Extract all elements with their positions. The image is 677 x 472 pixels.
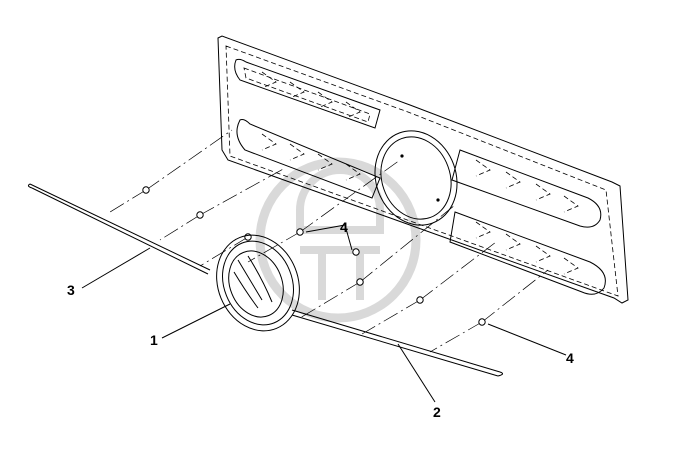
clip <box>196 211 204 219</box>
clip-fasteners <box>142 186 486 326</box>
callout-label-2: 2 <box>433 404 441 420</box>
callout-label-4-lower: 4 <box>566 350 574 366</box>
clip <box>478 318 486 326</box>
clip <box>356 278 364 286</box>
leader-lines <box>81 224 567 403</box>
clip <box>352 248 360 256</box>
radiator-grille <box>217 35 629 304</box>
callout-label-1: 1 <box>150 332 158 348</box>
clip <box>416 296 424 304</box>
assembly-axes <box>109 129 549 353</box>
callout-label-3: 3 <box>67 282 75 298</box>
clip <box>142 186 150 194</box>
emblem-ring <box>216 234 300 332</box>
watermark-logo-icon <box>255 157 421 323</box>
callout-label-4-upper: 4 <box>340 219 348 235</box>
chrome-trim-strip <box>27 183 504 377</box>
clip <box>296 228 304 236</box>
